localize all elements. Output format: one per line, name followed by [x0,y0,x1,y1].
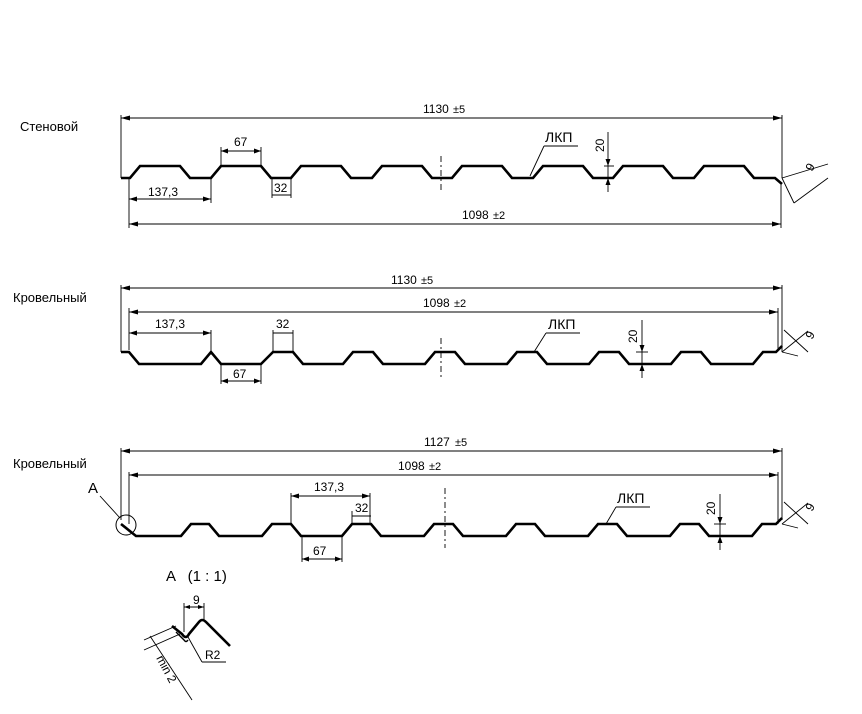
profile-line [120,517,783,538]
height-dimension: 20 [626,329,640,343]
edge-dimension-line [783,501,809,525]
edge-extension [781,177,795,204]
detail-a: A (1 : 1) 9 R2 min 2 [143,568,231,701]
section-label: Кровельный [13,456,87,471]
callout-label: A [88,480,98,497]
radius-leader [187,636,203,663]
edge-dimension: 9 [802,328,818,341]
height-dimension: 20 [704,501,718,515]
detail-circle [115,514,137,536]
overall-width: 1130 [423,102,449,116]
extension-line [143,625,177,641]
effective-tolerance: ±2 [454,298,466,310]
leader-line [529,145,545,177]
extension-line [143,633,181,651]
edge-extension [793,177,829,204]
callout-leader [99,495,121,519]
edge-extension [781,502,809,525]
top-flat-dimension: 32 [276,317,290,331]
section-label: Кровельный [13,290,87,305]
bottom-flat-dimension: 32 [274,181,288,195]
edge-dimension-line [783,329,809,353]
overall-width: 1130 [391,273,417,287]
overall-tolerance: ±5 [453,104,465,116]
arrowheads [605,159,611,185]
effective-width: 1098 [462,208,489,222]
overall-tolerance: ±5 [455,437,467,449]
section-wall: Стеновой 1130 ±5 1098 ±2 137,3 67 32 [20,102,829,228]
detail-min-gap: min 2 [153,653,179,686]
profile-line [121,345,783,366]
detail-width: 9 [193,593,200,607]
edge-dimension-line [781,163,829,179]
arrowheads [184,605,204,609]
pitch-dimension: 137,3 [314,480,344,494]
overall-width: 1127 [424,435,450,449]
leader-line [605,506,617,525]
detail-radius: R2 [205,648,221,662]
section-roof-1: Кровельный 1130 ±5 1098 ±2 137,3 32 67 [13,273,818,384]
coating-label: ЛКП [548,316,575,332]
effective-width: 1098 [423,296,450,310]
edge-dimension: 9 [802,160,818,173]
arrowheads [291,493,370,499]
detail-profile [171,618,231,647]
top-flat-dimension: 67 [234,135,248,149]
pitch-dimension: 137,3 [148,185,178,199]
edge-extension [781,523,799,529]
effective-tolerance: ±2 [429,461,441,473]
pitch-dimension: 137,3 [155,317,185,331]
detail-title: A (1 : 1) [166,568,227,585]
coating-label: ЛКП [617,490,644,506]
leader-line [533,332,547,353]
bottom-flat-dimension: 67 [313,544,327,558]
top-flat-dimension: 32 [355,501,369,515]
section-roof-2: Кровельный A 1127 ±5 1098 ±2 137,3 32 [13,435,818,562]
coating-label: ЛКП [545,129,572,145]
edge-extension [781,351,799,357]
detail-profile-inner [175,631,189,643]
edge-dimension: 9 [802,500,818,513]
dimension-line [149,635,193,701]
overall-tolerance: ±5 [421,275,433,287]
arrowheads [639,345,645,371]
effective-width: 1098 [398,459,425,473]
arrowheads [717,517,723,543]
height-dimension: 20 [593,138,607,152]
effective-tolerance: ±2 [493,210,505,222]
profile-line [121,164,783,185]
bottom-flat-dimension: 67 [233,367,247,381]
section-label: Стеновой [20,119,78,134]
edge-extension [781,330,809,353]
